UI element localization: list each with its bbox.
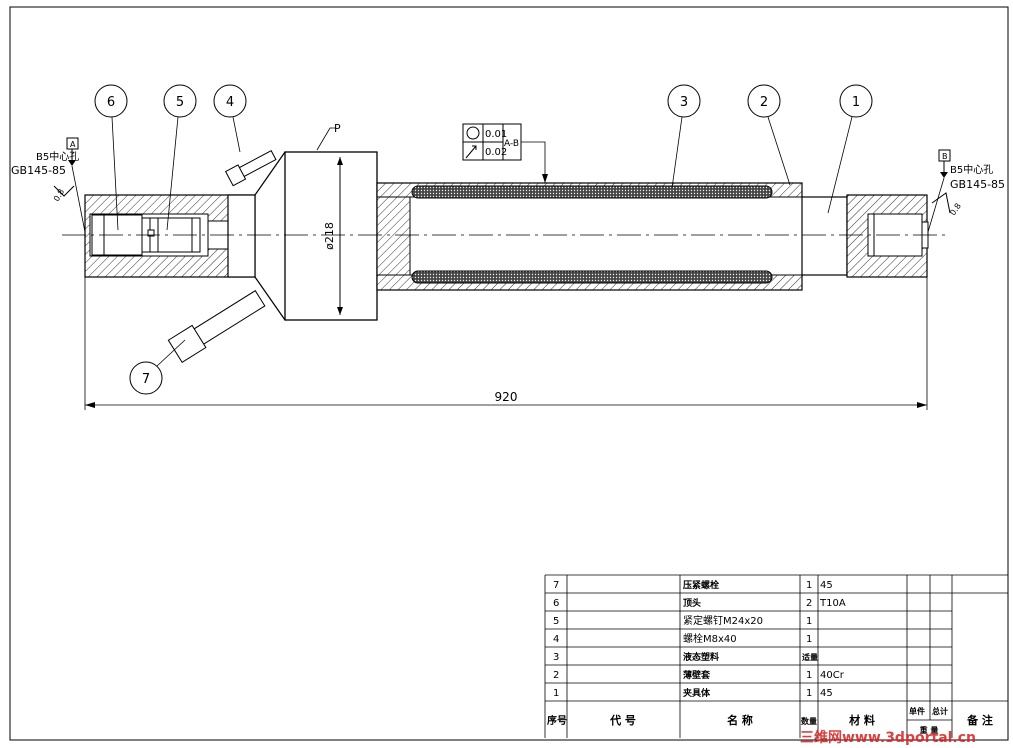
datum-b-marker [927,149,951,233]
watermark-text: 三维网www.3dportal.cn [800,729,976,746]
bom-header-total-weight: 总计 [932,706,948,716]
bom-row-qty: 1 [806,580,812,591]
bom-header-material: 材 料 [849,713,875,727]
bom-row: 1 夹具体 1 45 [553,687,833,699]
bom-row-qty: 1 [806,616,812,627]
drawing-border [9,6,1009,741]
length-dimension [84,277,928,410]
dimension-length-text: 920 [495,390,518,404]
bom-row-name: 紧定螺钉M24x20 [683,614,763,627]
tolerance-roundness-value: 0.01 [485,129,507,140]
datum-a-roughness: 0.8 [52,187,66,203]
balloon-2: 2 [747,84,791,186]
datum-a-letter: A [70,140,76,149]
balloon-1-number: 1 [852,95,860,110]
bom-row: 2 薄壁套 1 40Cr [553,669,845,681]
datum-a-standard: GB145-85 [11,164,66,177]
bom-row-no: 1 [553,688,559,699]
bom-row: 6 顶头 2 T10A [553,597,846,609]
bom-row-name: 螺栓M8x40 [683,632,737,645]
bom-row-name: 顶头 [683,597,701,609]
bom-row: 5 紧定螺钉M24x20 1 [553,614,812,627]
bom-row-qty: 适量 [802,652,818,662]
tolerance-runout-value: 0.02 [485,147,507,158]
balloon-6-number: 6 [107,95,115,110]
bom-header-no: 序号 [547,714,567,727]
tolerance-frame [462,123,548,183]
clamp-bolt [167,289,266,364]
bom-row: 7 压紧螺栓 1 45 [553,579,833,591]
balloon-3-number: 3 [680,95,688,110]
bom-row-material: 45 [820,688,833,699]
bom-row-name: 压紧螺栓 [683,579,719,591]
bom-row-name: 夹具体 [683,687,711,699]
balloon-4-number: 4 [226,95,234,110]
bom-grid [544,574,1009,738]
bolt-m8 [224,150,277,187]
bom-row-no: 3 [553,652,559,663]
balloon-5-number: 5 [176,95,184,110]
bom-row-qty: 2 [806,598,812,609]
bom-row: 4 螺栓M8x40 1 [553,632,812,645]
bom-header: 序号 代 号 名 称 数量 材 料 单件 总计 重 量 备 注 [547,706,993,735]
datum-b-hole-spec: B5中心孔 [950,163,993,176]
bom-row-material: 45 [820,580,833,591]
balloon-3: 3 [667,84,701,189]
tolerance-datum-ref: A-B [504,139,519,149]
bom-row-name: 薄壁套 [683,669,711,681]
roundness-symbol [466,126,480,140]
bom-header-remark: 备 注 [966,713,993,727]
dimension-diameter-text: ø218 [323,222,336,250]
balloon-4: 4 [213,84,247,153]
bom-header-qty: 数量 [801,716,817,726]
bom-row-material: T10A [819,598,846,609]
balloon-2-number: 2 [760,95,768,110]
runout-symbol [465,145,477,159]
bom-header-name: 名 称 [727,713,753,727]
bom-row-qty: 1 [806,688,812,699]
datum-b-letter: B [942,152,948,161]
bom-header-weight: 重 量 [920,725,939,735]
balloon-1: 1 [827,84,873,214]
balloon-7-number: 7 [142,372,150,387]
bom-row-no: 5 [553,616,559,627]
liquid-plastic-top [411,185,773,199]
bom-row-name: 液态塑料 [683,651,719,663]
datum-b-standard: GB145-85 [950,178,1005,191]
balloon-6: 6 [94,84,128,231]
balloon-7: 7 [129,339,186,395]
fixture-body-left [84,151,286,321]
fixture-body-right [801,194,929,278]
bom-row-no: 2 [553,670,559,681]
p-leader [316,127,336,151]
bom-row-qty: 1 [806,670,812,681]
bom-row-no: 6 [553,598,559,609]
balloon-5: 5 [163,84,197,231]
liquid-plastic-bottom [411,270,773,284]
bom-row-qty: 1 [806,634,812,645]
bom-row-no: 7 [553,580,559,591]
datum-b-roughness: 0.8 [948,202,963,218]
datum-a-marker [53,137,86,233]
bom-row-material: 40Cr [820,670,845,681]
bom-header-code: 代 号 [609,713,636,727]
datum-a-hole-spec: B5中心孔 [36,150,79,163]
bom-row-no: 4 [553,634,559,645]
p-leader-label: P [334,122,341,135]
bom-row: 3 液态塑料 适量 [553,651,818,663]
bom-table: 7 压紧螺栓 1 45 6 顶头 2 T10A 5 紧定螺钉M24x20 1 4… [544,574,1009,738]
bom-header-unit-weight: 单件 [909,706,925,716]
